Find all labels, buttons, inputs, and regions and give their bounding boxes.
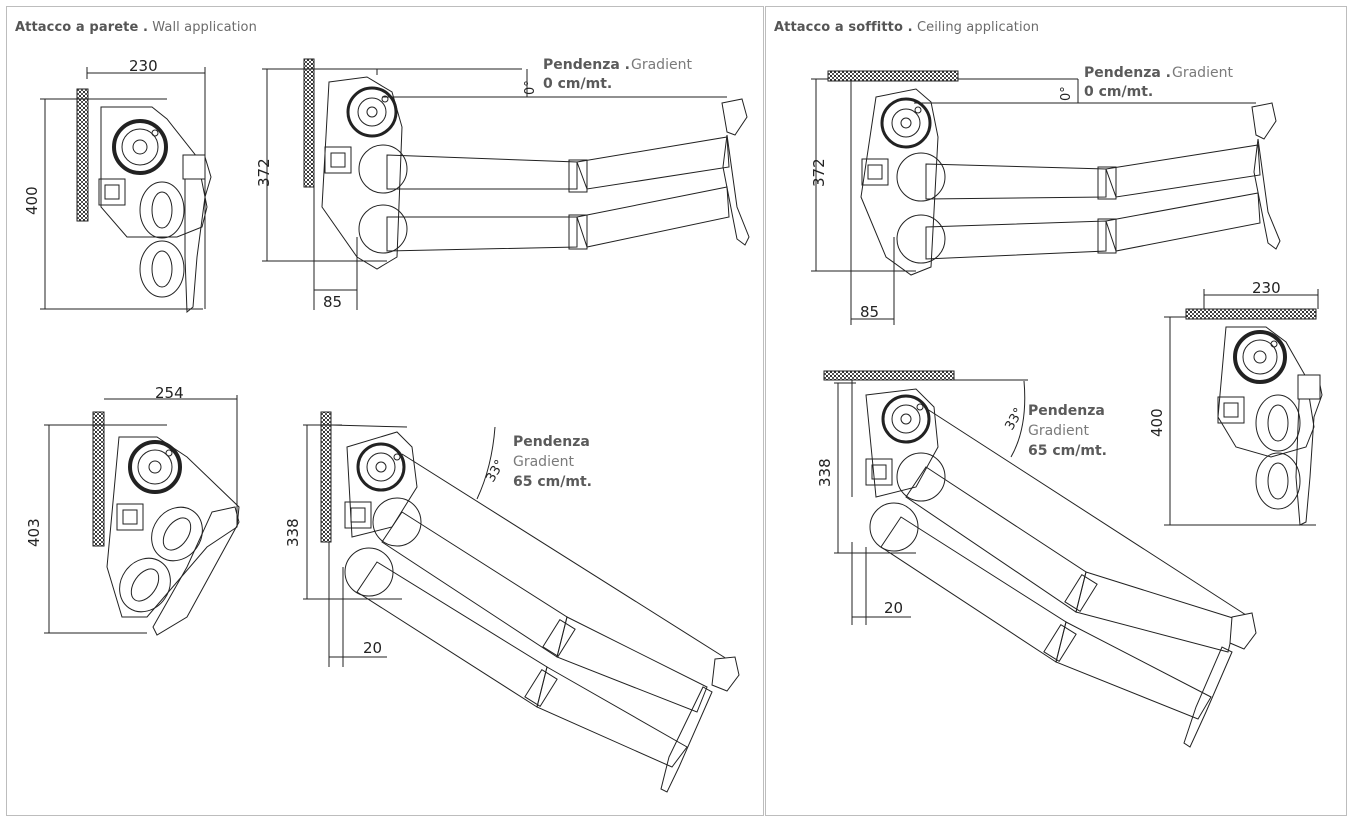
wall-plate [303,58,315,188]
wall-plate [320,411,332,543]
dim-height-400: 400 [1148,408,1166,437]
dim-width-230: 230 [1252,279,1281,297]
gradient-label-italian: Pendenza . [543,57,630,73]
ceiling-bottom-large-view [823,370,1257,748]
ceiling-title-italian: Attacco a soffitto . [774,20,913,35]
dim-height-338: 338 [284,518,302,547]
ceiling-plate [827,70,959,82]
ceiling-right-small-view [1164,289,1323,526]
wall-panel-title: Attacco a parete . Wall application [15,20,257,35]
gradient-label-italian: Pendenza [1028,403,1105,419]
wall-title-english: Wall application [152,20,257,35]
dim-width-230: 230 [129,57,158,75]
gradient-label-english: Gradient [513,454,574,470]
wall-plate [76,88,89,222]
ceiling-panel-title: Attacco a soffitto . Ceiling application [774,20,1039,35]
dim-width-254: 254 [155,384,184,402]
wall-plate [92,411,105,547]
gradient-label-english: Gradient [631,57,692,73]
dim-offset-20: 20 [884,599,903,617]
dim-height-372: 372 [810,158,828,187]
gradient-label-italian: Pendenza . [1084,65,1171,81]
angle-0: 0° [523,80,538,95]
ceiling-drawings: 372 85 0° Pendenza . Gradient 0 cm/mt. [810,65,1323,748]
gradient-label-italian: Pendenza [513,434,590,450]
wall-drawings: 230 400 [23,57,750,793]
dim-height-338: 338 [816,458,834,487]
angle-33: 33° [1002,406,1027,433]
dim-offset-85: 85 [323,293,342,311]
ceiling-top-large-view [811,70,1281,325]
angle-0: 0° [1059,86,1074,101]
gradient-value: 65 cm/mt. [513,474,592,490]
ceiling-application-panel: Attacco a soffitto . Ceiling application [765,6,1347,816]
dim-height-372: 372 [255,158,273,187]
ceiling-plate [1185,308,1317,320]
dim-height-400: 400 [23,186,41,215]
wall-application-panel: Attacco a parete . Wall application [6,6,764,816]
ceiling-plate [823,370,955,381]
ceiling-title-english: Ceiling application [916,20,1040,35]
dim-height-403: 403 [25,518,43,547]
gradient-value: 65 cm/mt. [1028,443,1107,459]
wall-bottom-small-view [44,395,240,636]
wall-bottom-large-view [303,411,740,793]
gradient-value: 0 cm/mt. [543,76,612,92]
gradient-label-english: Gradient [1028,423,1089,439]
dim-offset-20: 20 [363,639,382,657]
wall-title-italian: Attacco a parete . [15,20,149,35]
wall-top-small-view [40,67,212,314]
angle-33: 33° [483,458,508,485]
dim-offset-85: 85 [860,303,879,321]
gradient-label-english: Gradient [1172,65,1233,81]
wall-top-large-view [262,58,750,310]
gradient-value: 0 cm/mt. [1084,84,1153,100]
